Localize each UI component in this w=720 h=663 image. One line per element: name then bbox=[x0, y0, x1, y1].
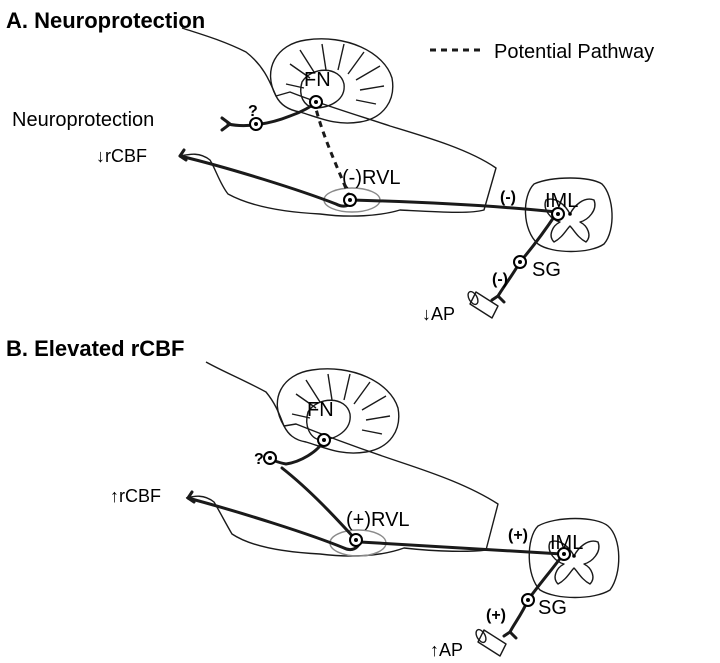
neuron-question bbox=[263, 451, 277, 465]
rcbf-pathway bbox=[186, 496, 362, 552]
fn-rvl-potential-pathway bbox=[312, 99, 352, 199]
ap-label: ↓AP bbox=[422, 304, 455, 324]
rvl-iml-pathway bbox=[350, 198, 558, 214]
sg-sign-label: (+) bbox=[486, 607, 506, 624]
ap-label: ↑AP bbox=[430, 640, 463, 660]
iml-label: IML bbox=[545, 190, 578, 212]
legend-label: Potential Pathway bbox=[494, 41, 654, 63]
cerebellum bbox=[276, 368, 400, 454]
spinal-cord-section bbox=[524, 177, 613, 253]
sg-sign-label: (-) bbox=[492, 271, 508, 288]
fn-question-pathway bbox=[268, 438, 326, 466]
neuron-rvl bbox=[343, 193, 357, 207]
neuron-iml bbox=[557, 547, 571, 561]
rcbf-label: ↑rCBF bbox=[110, 486, 161, 506]
rcbf-synapse-fork bbox=[186, 490, 196, 504]
iml-label: IML bbox=[550, 532, 583, 554]
rvl-iml-pathway bbox=[358, 540, 564, 556]
input-synapse-fork bbox=[220, 116, 232, 132]
neuron-sg bbox=[513, 255, 527, 269]
neuron-iml bbox=[551, 207, 565, 221]
neuron-fn bbox=[309, 95, 323, 109]
vessel-icon bbox=[467, 290, 499, 319]
panel-a: A. Neuroprotection Potential Pathway FN … bbox=[6, 8, 654, 324]
iml-sign-label: (+) bbox=[508, 527, 528, 544]
question-mark-label: ? bbox=[248, 103, 258, 120]
rcbf-synapse-fork bbox=[178, 148, 188, 162]
spinal-cord-section bbox=[528, 517, 620, 599]
neuroprotection-label: Neuroprotection bbox=[12, 109, 154, 131]
fn-label: FN bbox=[307, 399, 334, 421]
rvl-label: (-)RVL bbox=[342, 167, 401, 189]
sg-label: SG bbox=[538, 597, 567, 619]
neuron-sg bbox=[521, 593, 535, 607]
panel-b-heading: B. Elevated rCBF bbox=[6, 336, 185, 361]
neuron-input bbox=[249, 117, 263, 131]
iml-sign-label: (-) bbox=[500, 189, 516, 206]
brainstem-outline bbox=[185, 361, 499, 557]
neuron-fn bbox=[317, 433, 331, 447]
neuron-rvl bbox=[349, 533, 363, 547]
rcbf-label: ↓rCBF bbox=[96, 146, 147, 166]
sg-label: SG bbox=[532, 259, 561, 281]
ap-synapse-fork bbox=[502, 630, 518, 640]
fn-label: FN bbox=[304, 69, 331, 91]
panel-a-heading: A. Neuroprotection bbox=[6, 8, 205, 33]
iml-sg-pathway bbox=[518, 212, 558, 264]
cerebellum bbox=[269, 38, 394, 124]
panel-b: B. Elevated rCBF FN IML (+)RVL bbox=[6, 336, 620, 660]
vessel-icon bbox=[475, 628, 507, 657]
question-mark-label: ? bbox=[254, 451, 264, 468]
input-fn-pathway bbox=[226, 100, 318, 128]
rvl-label: (+)RVL bbox=[346, 509, 410, 531]
question-rvl-pathway bbox=[280, 466, 358, 542]
ap-synapse-fork bbox=[490, 294, 506, 304]
rcbf-pathway bbox=[178, 154, 354, 208]
brainstem-outline bbox=[179, 27, 497, 217]
